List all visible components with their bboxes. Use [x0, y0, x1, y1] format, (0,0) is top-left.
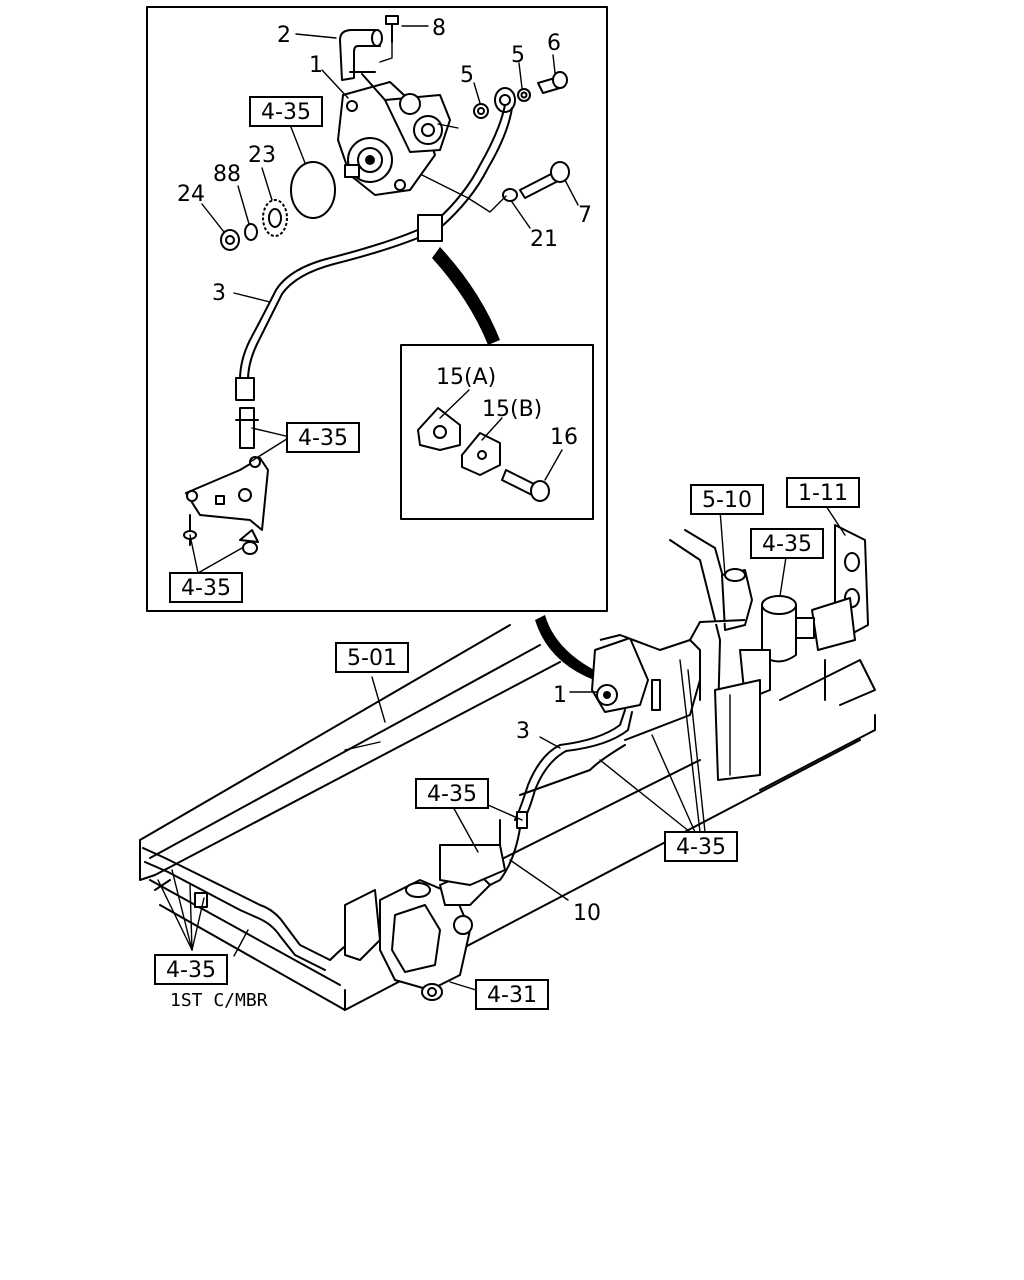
callout-6: 6: [547, 31, 561, 56]
ref-box-right[interactable]: 4-35: [664, 831, 738, 862]
callout-7: 7: [578, 203, 592, 228]
ref-label: 4-35: [298, 426, 348, 451]
callout-24: 24: [177, 182, 205, 207]
bolt-8: [379, 15, 399, 63]
callout-88: 88: [213, 162, 241, 187]
bolt-7: [519, 161, 570, 199]
banjo-bolt-6: [537, 71, 568, 94]
detail-frame: [400, 344, 594, 520]
reservoir-tank: [714, 568, 815, 781]
ref-box-1-11[interactable]: 1-11: [786, 477, 860, 508]
ref-box-gear-upper[interactable]: 4-35: [415, 778, 489, 809]
ref-label: 1-11: [798, 481, 848, 506]
inset-leaders: [189, 25, 579, 574]
steering-gear-box: [344, 844, 506, 1001]
ref-label: 4-35: [181, 576, 231, 601]
ref-box-5-01[interactable]: 5-01: [335, 642, 409, 673]
return-line: [142, 847, 361, 971]
washer-88: [244, 223, 258, 241]
inset-pointer: [535, 615, 598, 680]
ref-box-inset-bottom[interactable]: 4-35: [169, 572, 243, 603]
callout-5a: 5: [460, 63, 474, 88]
pump-main-view: [591, 619, 746, 713]
ref-box-4-31[interactable]: 4-31: [475, 979, 549, 1010]
line-nut: [235, 377, 255, 401]
suction-hose: [339, 29, 386, 101]
drive-gear-23: [262, 199, 288, 237]
ref-label: 4-35: [676, 835, 726, 860]
callout-8: 8: [432, 16, 446, 41]
callout-16: 16: [550, 425, 578, 450]
clamp-15: [417, 214, 443, 242]
ref-box-inset-top[interactable]: 4-35: [249, 96, 323, 127]
main-leaders: [157, 505, 846, 991]
ref-label: 4-35: [166, 958, 216, 983]
ref-label: 5-01: [347, 646, 397, 671]
crossmember-right: [669, 524, 876, 721]
bracket: [183, 456, 269, 555]
ref-label: 4-35: [261, 100, 311, 125]
ref-label: 4-35: [427, 782, 477, 807]
ref-label: 4-31: [487, 983, 537, 1008]
o-ring: [290, 161, 336, 219]
callout-3: 3: [212, 281, 226, 306]
ref-box-left[interactable]: 4-35: [154, 954, 228, 985]
crossmember-note: 1ST C/MBR: [170, 990, 268, 1011]
callout-5b: 5: [511, 43, 525, 68]
power-steering-pump: [337, 81, 451, 196]
bolt-16: [501, 469, 550, 502]
callout-main-3: 3: [516, 719, 530, 744]
callout-main-10: 10: [573, 901, 601, 926]
ref-box-inset-mid[interactable]: 4-35: [286, 422, 360, 453]
ref-label: 5-10: [702, 488, 752, 513]
pressure-line-inset: [235, 104, 513, 449]
ref-label: 4-35: [762, 532, 812, 557]
clamp-15a: [417, 407, 461, 451]
callout-15b: 15(B): [482, 397, 542, 422]
callout-15a: 15(A): [436, 365, 496, 390]
callout-21: 21: [530, 227, 558, 252]
clamp-15b: [461, 432, 501, 476]
callout-2: 2: [277, 23, 291, 48]
washer-21: [502, 188, 518, 202]
ref-box-tank[interactable]: 4-35: [750, 528, 824, 559]
callout-1: 1: [309, 53, 323, 78]
ref-box-5-10[interactable]: 5-10: [690, 484, 764, 515]
callout-23: 23: [248, 143, 276, 168]
detail-pointer: [432, 247, 500, 345]
inset-frame: [146, 6, 608, 612]
callout-main-1: 1: [553, 683, 567, 708]
